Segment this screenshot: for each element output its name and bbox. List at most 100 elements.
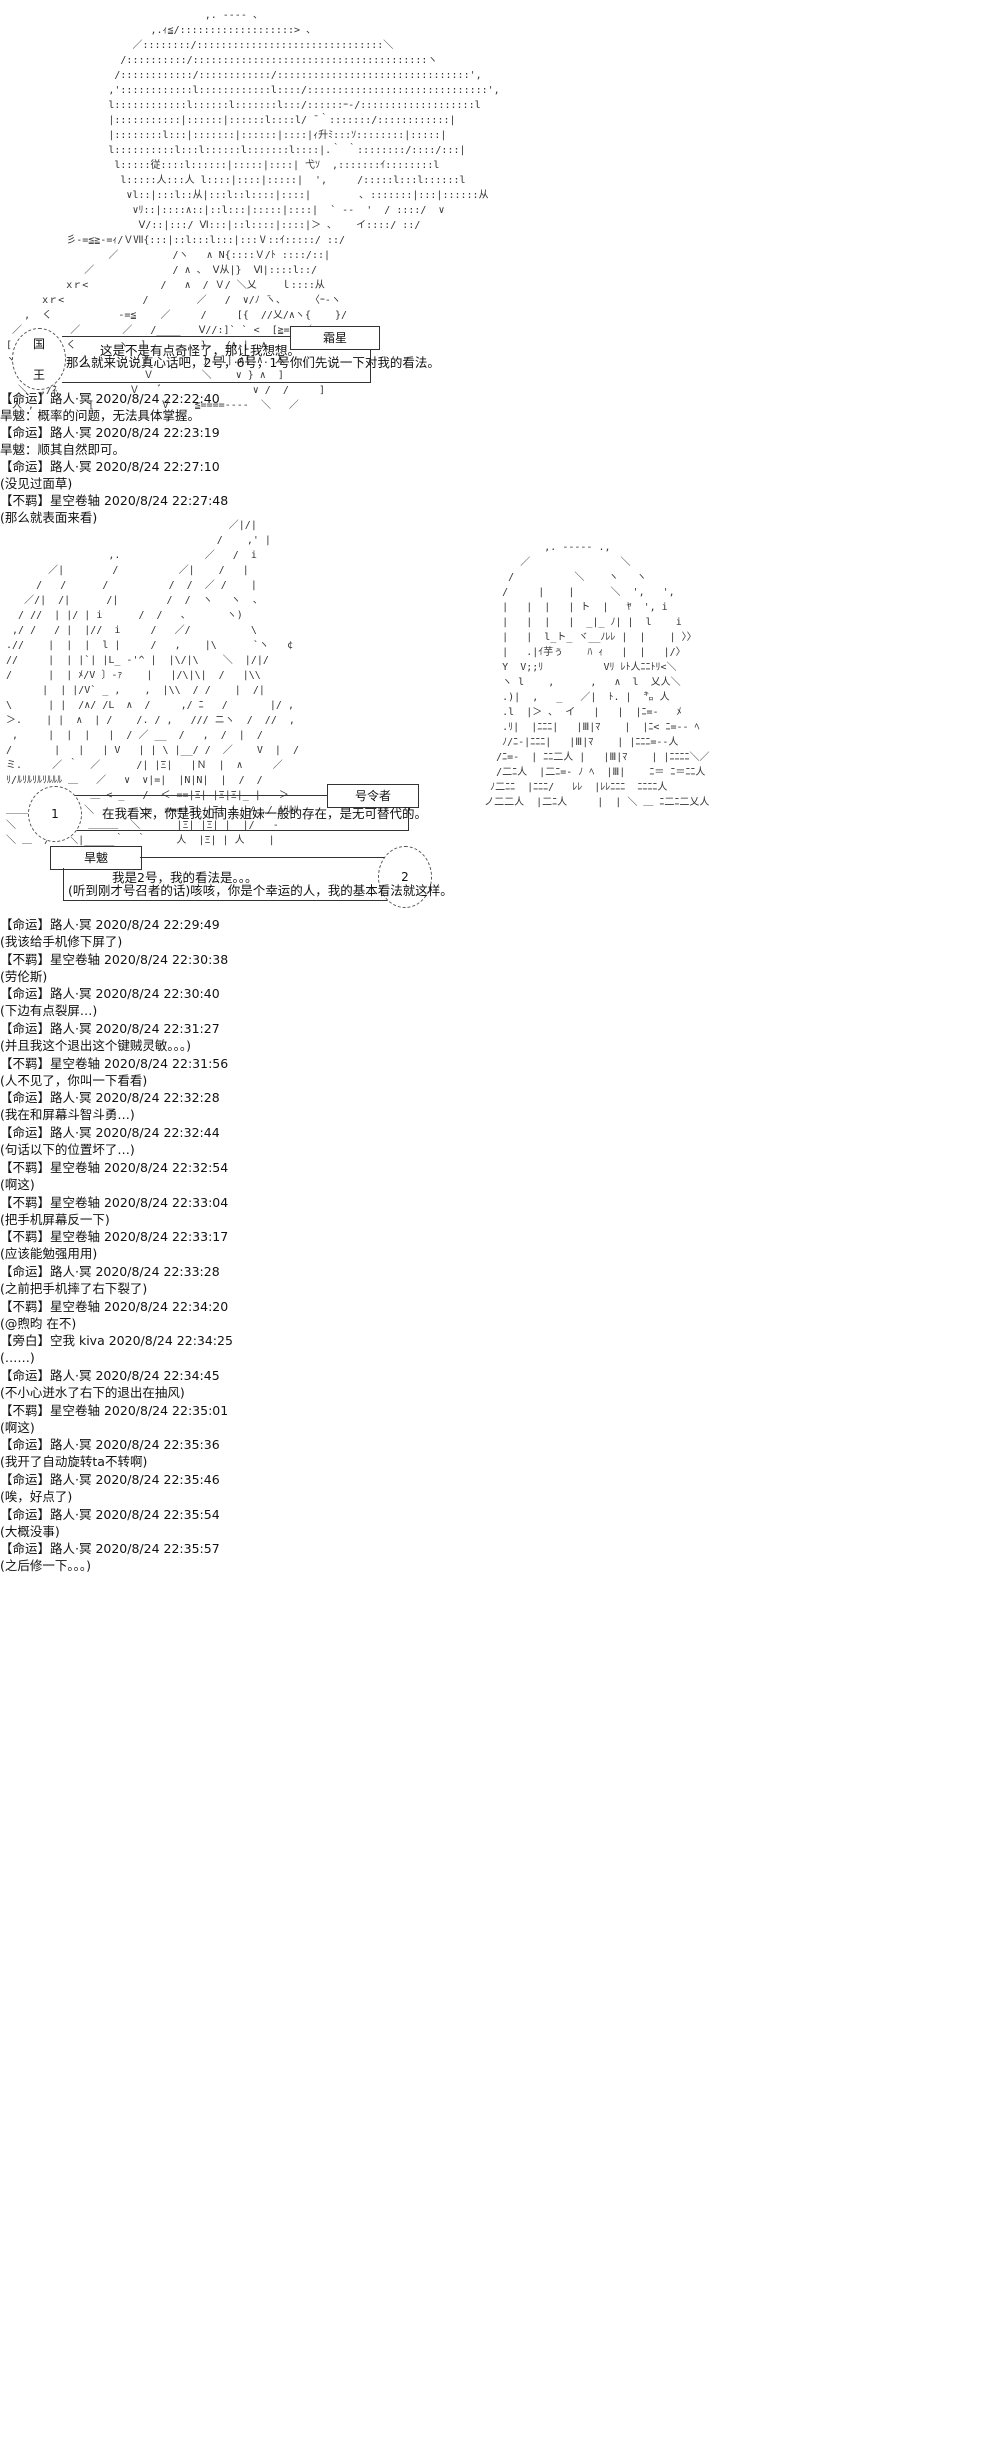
chat-message: 【命运】路人·冥 2020/8/24 22:30:40(下边有点裂屏…) <box>0 985 1000 1020</box>
message-header: 【命运】路人·冥 2020/8/24 22:34:45 <box>0 1367 220 1383</box>
message-header: 【命运】路人·冥 2020/8/24 22:33:28 <box>0 1263 220 1279</box>
chat-message: 【命运】路人·冥 2020/8/24 22:35:57(之后修一下。。。) <box>0 1540 1000 1575</box>
message-header: 【命运】路人·冥 2020/8/24 22:35:57 <box>0 1541 220 1557</box>
ascii-art-figure-2-right: ,. --‐‐- ., ／ ＼ / ＼ ヽ ヽ / | | ＼ ', ', | … <box>484 542 710 808</box>
message-header: 【不羁】星空卷轴 2020/8/24 22:31:56 <box>0 1055 229 1071</box>
message-text: 旱魃：顺其自然即可。 <box>0 442 126 457</box>
dialogue-frame-top-line <box>140 857 390 858</box>
message-text: (把手机屏幕反一下) <box>0 1211 110 1227</box>
chat-log-section-2: 【命运】路人·冥 2020/8/24 22:29:49 (我该给手机修下屏了) 【… <box>0 916 1000 1575</box>
message-text: (句话以下的位置坏了…) <box>0 1142 135 1158</box>
speaker-portrait-circle: 国 王 <box>12 328 66 390</box>
message-text: (之前把手机摔了右下裂了) <box>0 1280 148 1296</box>
dialogue-line-2: (听到刚才号召者的话)咳咳，你是个幸运的人，我的基本看法就这样。 <box>68 883 453 898</box>
dialogue-line-1: 我是2号，我的看法是。。。 <box>112 870 258 885</box>
speaker-name: 旱魃 <box>83 851 108 865</box>
message-header: 【不羁】星空卷轴 2020/8/24 22:33:17 <box>0 1229 229 1245</box>
dialogue-line: 在我看来，你是我如同亲姐妹一般的存在，是无可替代的。 <box>102 806 428 821</box>
chat-message: 【不羁】星空卷轴 2020/8/24 22:33:04(把手机屏幕反一下) <box>0 1194 1000 1229</box>
message-text: (唉，好点了) <box>0 1489 73 1504</box>
speaker-name: 霜星 <box>322 331 347 345</box>
dialogue-line-2: 那么就来说说真心话吧，2号，6号，1号你们先说一下对我的看法。 <box>66 355 440 370</box>
chat-message: 【不羁】星空卷轴 2020/8/24 22:35:01(啊这) <box>0 1402 1000 1437</box>
message-header: 【命运】路人·冥 2020/8/24 22:32:44 <box>0 1125 220 1141</box>
message-text: (那么就表面来看) <box>0 510 98 525</box>
message-text: (啊这) <box>0 1176 35 1192</box>
message-text: (我该给手机修下屏了) <box>0 934 123 949</box>
speaker-nameplate: 霜星 <box>290 326 380 350</box>
dialogue-frame-bottom-line <box>62 382 371 383</box>
message-header: 【命运】路人·冥 2020/8/24 22:35:36 <box>0 1437 220 1453</box>
chat-message: 【命运】路人·冥 2020/8/24 22:22:40 旱魃：概率的问题，无法具… <box>0 390 1000 424</box>
message-header: 【不羁】星空卷轴 2020/8/24 22:34:20 <box>0 1298 229 1314</box>
message-text: (没见过面草) <box>0 476 73 491</box>
chat-message: 【不羁】星空卷轴 2020/8/24 22:31:56(人不见了，你叫一下看看) <box>0 1055 1000 1090</box>
chat-message: 【不羁】星空卷轴 2020/8/24 22:30:38(劳伦斯) <box>0 951 1000 986</box>
message-text: (啊这) <box>0 1419 35 1435</box>
message-text: (不小心迸水了右下的退出在抽风) <box>0 1384 185 1400</box>
chat-message: 【命运】路人·冥 2020/8/24 22:27:10 (没见过面草) <box>0 458 1000 492</box>
message-text: (下边有点裂屏…) <box>0 1003 98 1019</box>
message-text: (之后修一下。。。) <box>0 1558 92 1574</box>
dialogue-frame-top-line <box>62 336 292 337</box>
portrait-number: 1 <box>51 807 59 821</box>
chat-message: 【命运】路人·冥 2020/8/24 22:35:36(我开了自动旋转ta不转啊… <box>0 1436 1000 1471</box>
message-header: 【不羁】星空卷轴 2020/8/24 22:35:01 <box>0 1402 229 1418</box>
chat-message: 【命运】路人·冥 2020/8/24 22:33:28(之前把手机摔了右下裂了) <box>0 1263 1000 1298</box>
chat-message: 【命运】路人·冥 2020/8/24 22:32:28(我在和屏幕斗智斗勇…) <box>0 1089 1000 1124</box>
chat-message: 【旁白】空我 kiva 2020/8/24 22:34:25(……) <box>0 1332 1000 1367</box>
message-header: 【命运】路人·冥 2020/8/24 22:22:40 <box>0 391 220 406</box>
message-header: 【不羁】星空卷轴 2020/8/24 22:33:04 <box>0 1194 229 1210</box>
message-text: (并且我这个退出这个键贼灵敏。。。) <box>0 1038 192 1054</box>
message-header: 【不羁】星空卷轴 2020/8/24 22:32:54 <box>0 1159 229 1175</box>
message-header: 【命运】路人·冥 2020/8/24 22:31:27 <box>0 1021 220 1037</box>
message-text: 旱魃：概率的问题，无法具体掌握。 <box>0 408 201 423</box>
message-header: 【命运】路人·冥 2020/8/24 22:35:54 <box>0 1506 220 1522</box>
chat-message: 【不羁】星空卷轴 2020/8/24 22:33:17(应该能勉强用用) <box>0 1228 1000 1263</box>
speaker-portrait-circle: 1 <box>28 786 82 842</box>
chat-message: 【命运】路人·冥 2020/8/24 22:34:45(不小心迸水了右下的退出在… <box>0 1367 1000 1402</box>
chat-message: 【不羁】星空卷轴 2020/8/24 22:32:54(啊这) <box>0 1159 1000 1194</box>
dialogue-frame-bottom-line <box>70 830 409 831</box>
chat-message: 【命运】路人·冥 2020/8/24 22:35:46 (唉，好点了) <box>0 1471 1000 1506</box>
message-header: 【命运】路人·冥 2020/8/24 22:35:46 <box>0 1472 220 1487</box>
message-text: (……) <box>0 1350 35 1366</box>
message-text: (大概没事) <box>0 1523 60 1539</box>
chat-message: 【命运】路人·冥 2020/8/24 22:35:54(大概没事) <box>0 1506 1000 1541</box>
ascii-art-figure-1: ,. -‐-- 、 ,.ｨ≦/:::::::::::::::::::> 、 ／:… <box>6 10 500 411</box>
portrait-char-2: 王 <box>32 368 45 382</box>
message-header: 【命运】路人·冥 2020/8/24 22:32:28 <box>0 1090 220 1106</box>
message-text: (应该能勉强用用) <box>0 1246 98 1262</box>
message-text: (劳伦斯) <box>0 968 48 984</box>
chat-log-section-1: 【命运】路人·冥 2020/8/24 22:22:40 旱魃：概率的问题，无法具… <box>0 390 1000 526</box>
dialogue-frame-top-line <box>70 795 328 796</box>
message-header: 【命运】路人·冥 2020/8/24 22:27:10 <box>0 459 220 474</box>
chat-message: 【不羁】星空卷轴 2020/8/24 22:34:20(@煦昀 在不) <box>0 1298 1000 1333</box>
message-header: 【不羁】星空卷轴 2020/8/24 22:30:38 <box>0 951 229 967</box>
dialogue-frame-right-line <box>408 805 409 830</box>
message-text: (@煦昀 在不) <box>0 1315 77 1331</box>
chat-message: 【不羁】星空卷轴 2020/8/24 22:27:48 (那么就表面来看) <box>0 492 1000 526</box>
message-text: (我开了自动旋转ta不转啊) <box>0 1454 148 1470</box>
chat-message: 【命运】路人·冥 2020/8/24 22:23:19 旱魃：顺其自然即可。 <box>0 424 1000 458</box>
message-header: 【命运】路人·冥 2020/8/24 22:30:40 <box>0 986 220 1002</box>
chat-message: 【命运】路人·冥 2020/8/24 22:31:27(并且我这个退出这个键贼灵… <box>0 1020 1000 1055</box>
chat-message: 【命运】路人·冥 2020/8/24 22:29:49 (我该给手机修下屏了) <box>0 916 1000 951</box>
dialogue-frame-right-line <box>370 346 371 382</box>
message-text: (人不见了，你叫一下看看) <box>0 1072 148 1088</box>
speaker-portrait-circle: 2 <box>378 846 432 908</box>
speaker-name: 号令者 <box>354 789 391 803</box>
dialogue-frame-bottom-line <box>63 900 391 901</box>
speaker-nameplate: 号令者 <box>327 784 419 808</box>
speaker-nameplate: 旱魃 <box>50 846 142 870</box>
chat-message: 【命运】路人·冥 2020/8/24 22:32:44(句话以下的位置坏了…) <box>0 1124 1000 1159</box>
message-header: 【不羁】星空卷轴 2020/8/24 22:27:48 <box>0 493 229 508</box>
ascii-art-figure-2-left: ／|/| / ,' | ,. ／ / i ／| / ／| / | / / / /… <box>6 520 299 846</box>
portrait-number: 2 <box>401 870 409 884</box>
message-header: 【旁白】空我 kiva 2020/8/24 22:34:25 <box>0 1333 233 1349</box>
dialogue-frame-left-line <box>63 868 64 900</box>
portrait-char-1: 国 <box>32 337 45 351</box>
message-text: (我在和屏幕斗智斗勇…) <box>0 1107 135 1123</box>
message-header: 【命运】路人·冥 2020/8/24 22:29:49 <box>0 917 220 932</box>
dialogue-line-1: 这是不是有点奇怪了，那让我想想。 <box>100 343 301 358</box>
